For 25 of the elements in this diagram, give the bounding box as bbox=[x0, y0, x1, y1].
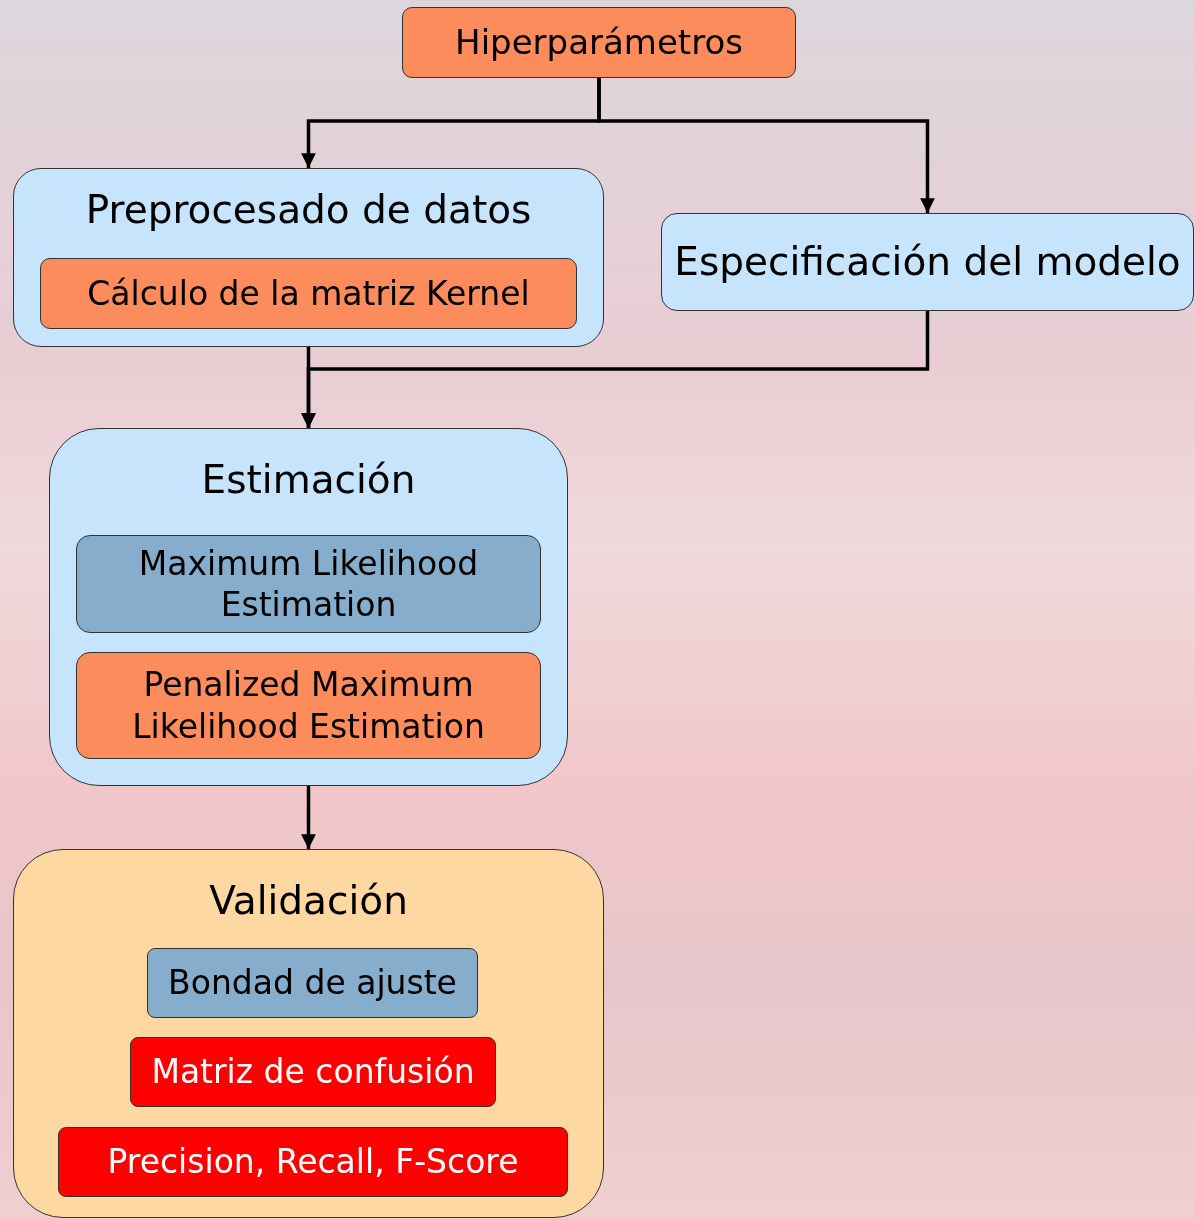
arrow bbox=[301, 786, 316, 849]
box-label: Maximum Likelihood Estimation bbox=[137, 542, 480, 626]
method-box bbox=[76, 535, 541, 633]
box-label: Cálculo de la matriz Kernel bbox=[87, 272, 530, 315]
metric-box bbox=[147, 948, 478, 1018]
box-label: Precision, Recall, F-Score bbox=[107, 1141, 519, 1183]
box-label: Especificación del modelo bbox=[674, 237, 1181, 286]
metric-box bbox=[58, 1127, 568, 1197]
group-heading: Validación bbox=[208, 878, 409, 923]
process-box bbox=[661, 213, 1194, 311]
box-label: Bondad de ajuste bbox=[168, 962, 457, 1004]
arrow bbox=[597, 78, 935, 213]
group-heading: Estimación bbox=[200, 457, 417, 502]
box-label: Hiperparámetros bbox=[455, 21, 743, 64]
group-box bbox=[13, 849, 604, 1218]
group-heading: Preprocesado de datos bbox=[84, 187, 533, 232]
group-box bbox=[13, 168, 604, 347]
box-label: Matriz de confusión bbox=[151, 1051, 475, 1093]
box-label: Penalized Maximum Likelihood Estimation bbox=[131, 664, 486, 747]
method-box bbox=[76, 652, 541, 759]
metric-box bbox=[130, 1037, 496, 1107]
process-box bbox=[40, 258, 577, 329]
group-box bbox=[49, 428, 568, 786]
arrow bbox=[301, 311, 930, 428]
process-box bbox=[402, 7, 796, 78]
